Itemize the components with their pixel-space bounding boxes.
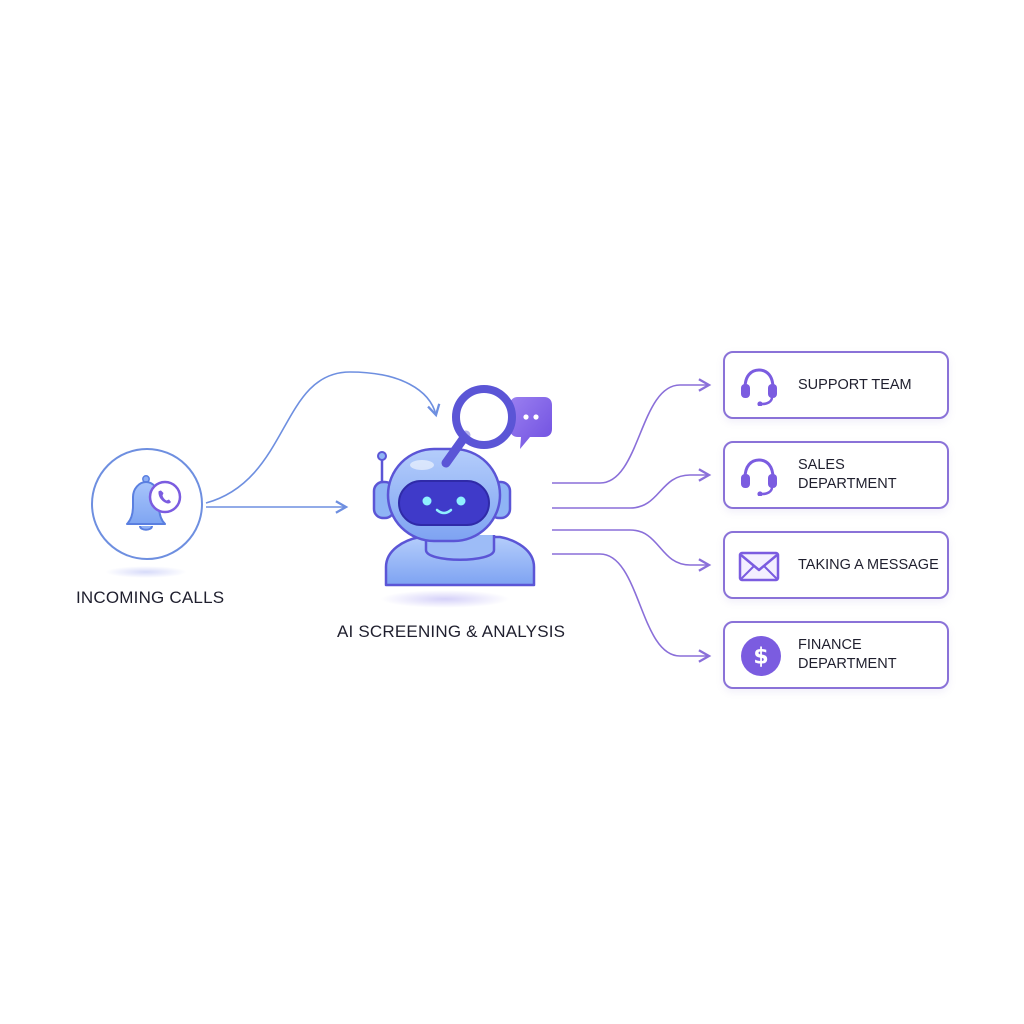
destination-label: FINANCE DEPARTMENT bbox=[798, 637, 897, 672]
destination-label: SUPPORT TEAM bbox=[798, 376, 912, 393]
ai-node-shadow bbox=[380, 590, 510, 608]
destination-support-team[interactable]: SUPPORT TEAM bbox=[723, 351, 949, 419]
connector-to-message bbox=[552, 529, 712, 572]
destination-taking-a-message[interactable]: TAKING A MESSAGE bbox=[723, 531, 949, 599]
svg-text:$: $ bbox=[753, 645, 768, 670]
envelope-icon bbox=[738, 551, 780, 582]
headset-icon bbox=[741, 458, 777, 496]
destination-label: TAKING A MESSAGE bbox=[798, 556, 939, 573]
destination-sales-department[interactable]: SALES DEPARTMENT bbox=[723, 441, 949, 509]
incoming-calls-label: INCOMING CALLS bbox=[76, 588, 225, 607]
bell-phone-icon bbox=[126, 475, 182, 531]
ai-screening-label: AI SCREENING & ANALYSIS bbox=[337, 622, 566, 641]
connector-incoming-curved bbox=[205, 371, 441, 504]
connector-to-support bbox=[552, 378, 712, 484]
robot-magnifier-chat-icon bbox=[372, 385, 552, 587]
incoming-node-shadow bbox=[105, 566, 187, 578]
incoming-calls-node bbox=[91, 448, 203, 560]
destination-finance-department[interactable]: $ FINANCE DEPARTMENT bbox=[723, 621, 949, 689]
connector-to-sales bbox=[552, 468, 712, 509]
connector-to-finance bbox=[552, 553, 712, 663]
dollar-coin-icon: $ bbox=[741, 636, 781, 676]
destination-label: SALES DEPARTMENT bbox=[798, 457, 897, 492]
headset-icon bbox=[741, 368, 777, 406]
